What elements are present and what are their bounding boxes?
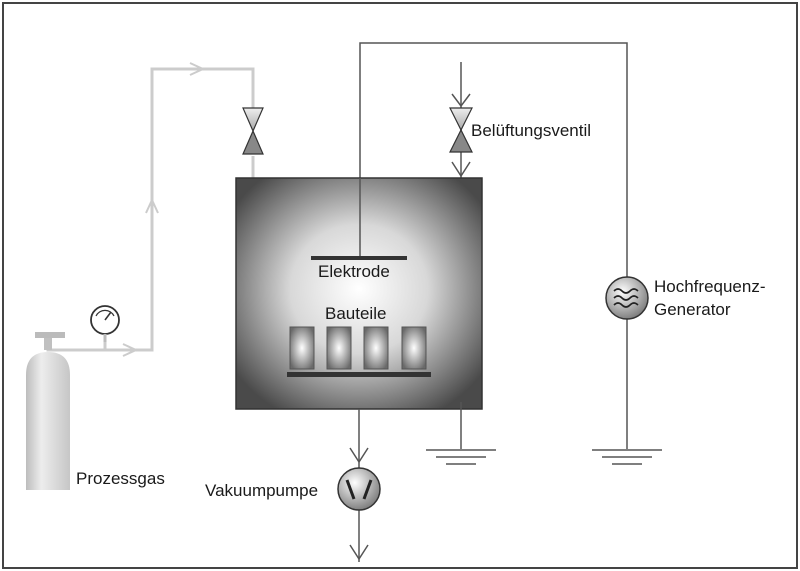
electrode-label: Elektrode [318, 262, 390, 281]
parts-label: Bauteile [325, 304, 387, 323]
vent-valve-label: Belüftungsventil [471, 121, 592, 140]
parts-carrier [287, 372, 431, 377]
process-gas-line [46, 62, 255, 357]
hf-generator-label: Hochfrequenz- Generator [654, 277, 766, 319]
part-4 [401, 326, 427, 370]
sine-waves-icon [605, 276, 649, 320]
part-2 [326, 326, 352, 370]
vacuum-line [349, 409, 369, 562]
plasma-chamber [235, 177, 483, 410]
vacuum-pump-icon [337, 467, 381, 511]
gas-inlet-valve-icon [242, 107, 264, 155]
vent-valve-icon [449, 107, 473, 153]
chamber-ground-icon [426, 402, 496, 465]
gas-cylinder-icon [26, 332, 70, 490]
pressure-gauge-icon [90, 305, 120, 342]
generator-ground-icon [592, 449, 662, 465]
part-3 [363, 326, 389, 370]
electrode-plate [311, 256, 407, 260]
process-gas-label: Prozessgas [76, 469, 165, 488]
vacuum-pump-label: Vakuumpumpe [205, 481, 319, 500]
hf-circuit-line [359, 42, 628, 449]
parts-group [287, 326, 431, 377]
part-1 [289, 326, 315, 370]
